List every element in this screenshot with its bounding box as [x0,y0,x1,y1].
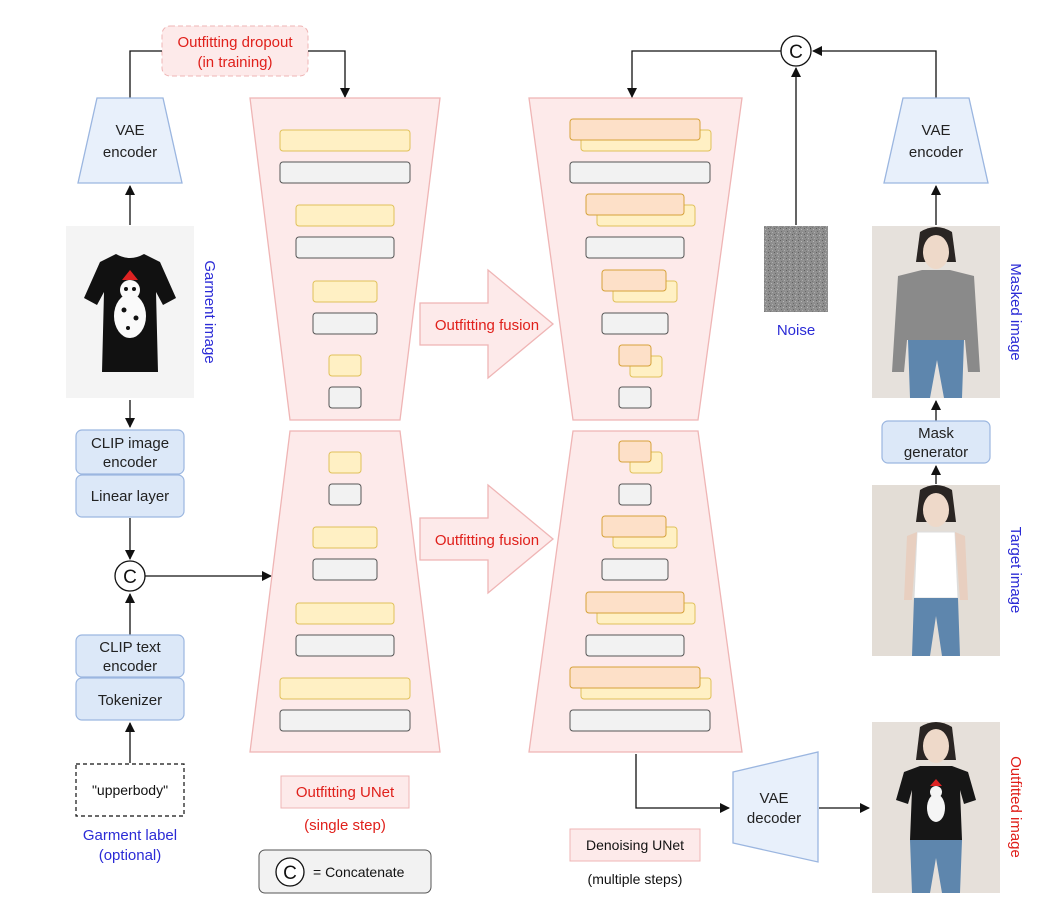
upperbody-text: "upperbody" [92,782,168,798]
vae-encoder-right-label-1: VAE [922,122,951,139]
outfitting-fusion-arrow-bottom: Outfitting fusion [419,483,555,595]
multiple-steps-label: (multiple steps) [588,871,683,887]
denoising-unet-label: Denoising UNet [586,837,684,853]
connector-concat-to-denoising [627,50,781,98]
legend-concatenate: C = Concatenate [258,849,432,894]
clip-image-encoder-block: CLIP image encoder [75,429,185,475]
vae-encoder-left-label-2: encoder [103,144,157,161]
connector-vae-right-to-concat [812,46,937,98]
concat-symbol-left: C [123,567,137,588]
concat-node-top: C [780,35,812,67]
concat-node-left: C [114,560,146,592]
outfitting-unet-up [249,430,441,753]
garment-image-label: Garment image [201,260,218,363]
vae-encoder-left: VAE encoder [77,97,183,184]
denoising-unet-up [528,430,743,753]
outfitting-fusion-bottom-label: Outfitting fusion [435,532,539,549]
connector-vae-to-dropout [129,50,162,98]
connector-dropout-to-unet [308,50,350,98]
connector-denoising-to-decoder [635,754,730,813]
target-image [872,485,1000,656]
clip-text-encoder-label-1: CLIP text [99,639,161,656]
legend-concat-symbol: C [283,863,297,884]
masked-image [872,226,1000,398]
masked-image-label: Masked image [1007,263,1024,361]
vae-encoder-left-label-1: VAE [116,122,145,139]
concat-symbol-top: C [789,42,803,63]
clip-image-encoder-label-1: CLIP image [91,435,169,452]
clip-image-encoder-label-2: encoder [103,454,157,471]
noise-image [764,226,828,312]
denoising-unet-down [528,97,743,421]
outfitted-image-label: Outfitted image [1007,756,1024,858]
single-step-label: (single step) [304,817,386,834]
outfitting-fusion-arrow-top: Outfitting fusion [419,268,555,380]
clip-text-encoder-block: CLIP text encoder [75,634,185,678]
vae-encoder-right: VAE encoder [883,97,989,184]
vae-decoder-label-2: decoder [747,810,801,827]
noise-label: Noise [777,322,815,339]
clip-text-encoder-label-2: encoder [103,658,157,675]
outfitting-fusion-top-label: Outfitting fusion [435,317,539,334]
vae-decoder: VAE decoder [732,751,819,863]
mask-generator-block: Mask generator [881,420,991,464]
outfitting-dropout-box: Outfitting dropout (in training) [161,25,309,77]
linear-layer-block: Linear layer [75,474,185,518]
tokenizer-label: Tokenizer [98,692,162,709]
outfitted-image [872,722,1000,893]
vae-encoder-right-label-2: encoder [909,144,963,161]
outfitting-unet-label: Outfitting UNet [296,784,395,801]
target-image-label: Target image [1007,527,1024,614]
outfitting-dropout-label-1: Outfitting dropout [177,34,293,51]
garment-label-input: "upperbody" [75,763,185,817]
tokenizer-block: Tokenizer [75,677,185,721]
outfitting-unet-label-box: Outfitting UNet [280,775,410,809]
garment-image [66,226,194,398]
garment-label-caption-1: Garment label [83,827,177,844]
outfitting-dropout-label-2: (in training) [197,54,272,71]
mask-generator-label-2: generator [904,444,968,461]
vae-decoder-label-1: VAE [760,790,789,807]
linear-layer-label: Linear layer [91,488,169,505]
legend-concatenate-text: = Concatenate [313,864,405,880]
garment-label-caption-2: (optional) [99,847,162,864]
denoising-unet-label-box: Denoising UNet [569,828,701,862]
outfitting-unet-down [249,97,441,421]
mask-generator-label-1: Mask [918,425,954,442]
